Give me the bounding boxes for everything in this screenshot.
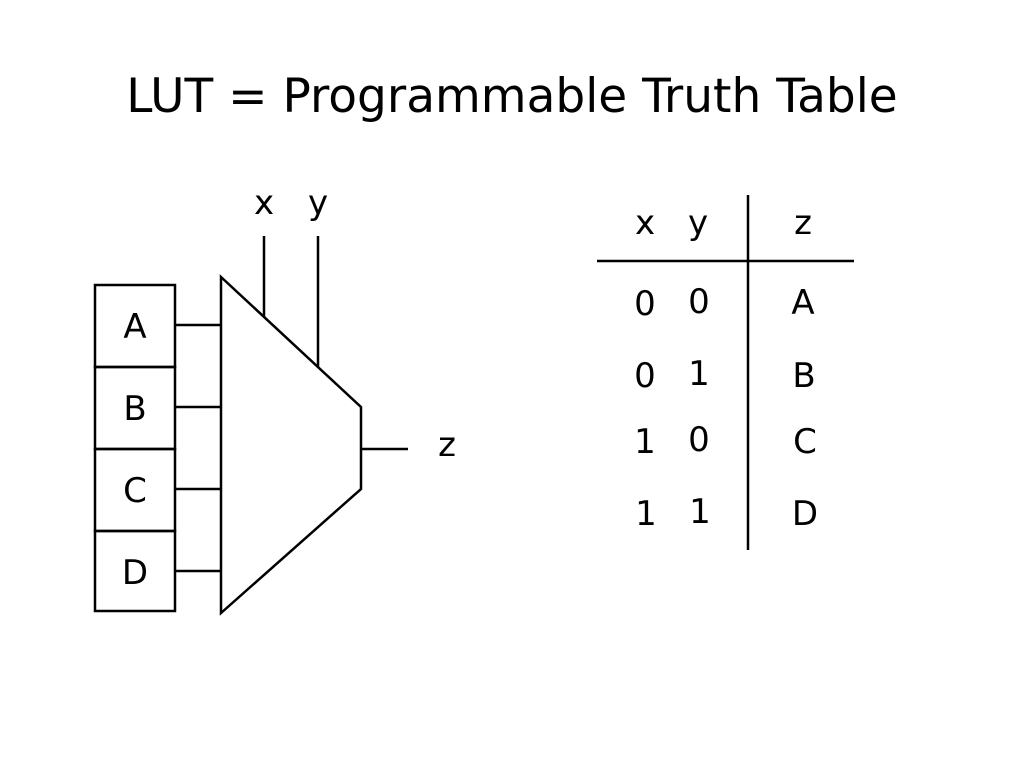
memory-cell-b-label: B [123, 389, 146, 429]
table-cell-x: 1 [635, 494, 657, 534]
table-cell-x: 1 [634, 422, 656, 462]
table-cell-x: 0 [634, 356, 656, 396]
table-row: 1 1 D [635, 492, 818, 534]
output-label: z [438, 425, 456, 465]
table-cell-z: D [792, 494, 818, 534]
table-header-z: z [794, 203, 812, 243]
select-label-x: x [254, 183, 274, 223]
table-cell-x: 0 [634, 284, 656, 324]
memory-cell-d-label: D [122, 553, 148, 593]
table-cell-y: 0 [688, 420, 710, 460]
table-cell-y: 1 [689, 492, 711, 532]
table-row: 0 1 B [634, 354, 815, 396]
table-row: 1 0 C [634, 420, 817, 462]
table-cell-z: B [792, 356, 815, 396]
table-header-y: y [688, 203, 708, 243]
table-cell-z: C [793, 422, 817, 462]
truth-table: x y z 0 0 A 0 1 B 1 0 C 1 1 D [597, 195, 854, 550]
slide-title: LUT = Programmable Truth Table [126, 69, 898, 124]
memory-cell-a-label: A [123, 307, 146, 347]
memory-cell-c-label: C [123, 471, 147, 511]
table-cell-z: A [791, 283, 814, 323]
table-row: 0 0 A [634, 282, 814, 324]
mux-body [219, 274, 363, 616]
table-header-x: x [635, 203, 655, 243]
table-cell-y: 1 [688, 354, 710, 394]
table-cell-y: 0 [688, 282, 710, 322]
mux-diagram [93, 236, 408, 616]
select-label-y: y [308, 183, 328, 223]
